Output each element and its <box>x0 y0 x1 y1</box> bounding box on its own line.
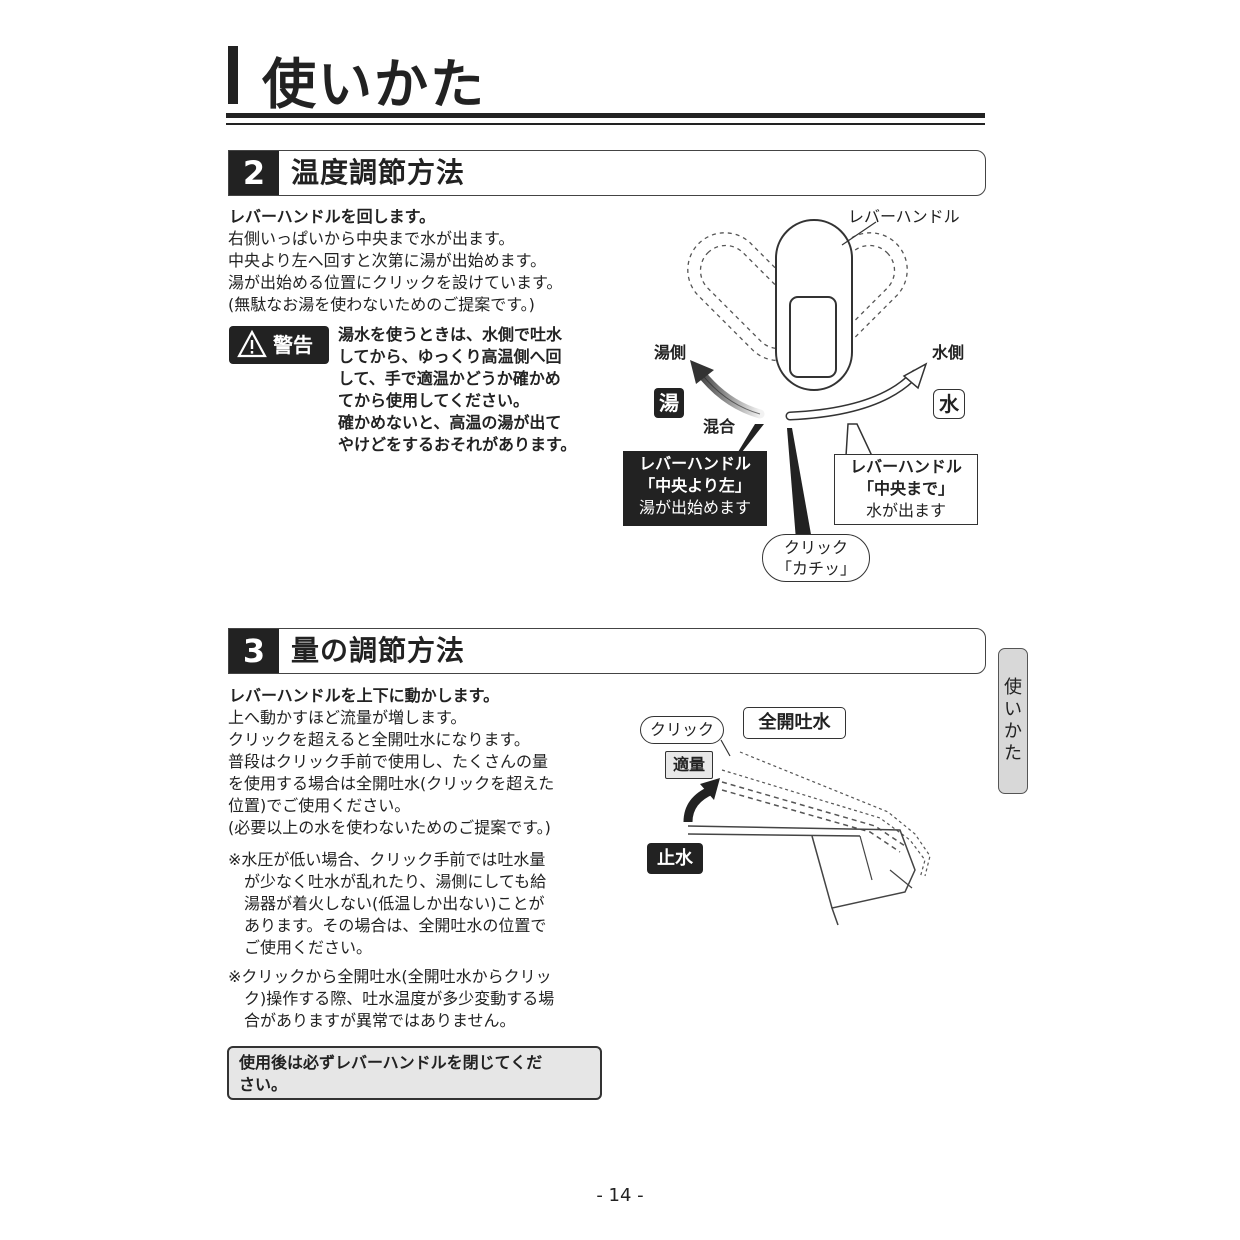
callout-line: 「中央まで」 <box>857 479 954 498</box>
faucet-volume-diagram <box>683 739 931 926</box>
page-title-text: 使いかた <box>262 53 486 116</box>
warning-line: てから使用してください。 <box>338 391 530 410</box>
cold-badge: 水 <box>933 389 965 419</box>
title-rule-thin <box>226 123 985 125</box>
body-line: 上へ動かすほど流量が増します。 <box>228 708 467 727</box>
warning-line: 湯水を使うときは、水側で吐水 <box>338 325 563 344</box>
hot-arc <box>695 367 765 419</box>
bottom-note-box: 使用後は必ずレバーハンドルを閉じてくだ さい。 <box>227 1046 602 1100</box>
note-1: ※水圧が低い場合、クリック手前では吐水量 が少なく吐水が乱れたり、湯側にしても給… <box>228 849 546 959</box>
click-label: クリック <box>640 716 724 744</box>
click-pointer <box>787 428 812 540</box>
callout-line: 湯が出始めます <box>638 498 751 517</box>
body-line: 位置)でご使用ください。 <box>228 796 411 815</box>
section-2-body: 右側いっぱいから中央まで水が出ます。 中央より左へ回すと次第に湯が出始めます。 … <box>228 228 562 316</box>
stop-water-badge: 止水 <box>647 843 703 874</box>
side-index-tab[interactable]: 使 い か た <box>998 648 1028 794</box>
section-3-header: 3 量の調節方法 <box>228 628 986 674</box>
warning-triangle-icon <box>237 329 267 358</box>
full-open-tag: 全開吐水 <box>743 707 846 739</box>
body-line: (必要以上の水を使わないためのご提案です。) <box>228 818 551 837</box>
title-rule-thick <box>226 113 985 118</box>
body-line: 中央より左へ回すと次第に湯が出始めます。 <box>228 251 547 270</box>
section-3-body: 上へ動かすほど流量が増します。 クリックを超えると全開吐水になります。 普段はク… <box>228 707 554 839</box>
side-tab-char: た <box>1004 743 1022 764</box>
cold-arrow-head <box>902 362 928 390</box>
warning-line: 確かめないと、高温の湯が出て <box>338 413 562 432</box>
hot-arrow-head <box>690 360 714 384</box>
lift-arrow-head <box>700 778 720 800</box>
warning-line: してから、ゆっくり高温側へ回 <box>338 347 562 366</box>
cold-side-label: 水側 <box>932 343 965 362</box>
note-line: ク)操作する際、吐水温度が多少変動する場 <box>228 989 555 1008</box>
warning-text: 湯水を使うときは、水側で吐水 してから、ゆっくり高温側へ回 して、手で適温かどう… <box>338 324 576 456</box>
side-tab-char: か <box>1004 721 1022 742</box>
faucet-body <box>687 825 916 926</box>
warning-line: やけどをするおそれがあります。 <box>338 435 577 454</box>
bottom-note-line: 使用後は必ずレバーハンドルを閉じてくだ <box>239 1053 543 1072</box>
section-2-header: 2 温度調節方法 <box>228 150 986 196</box>
mix-label: 混合 <box>703 417 736 436</box>
note-line: 合がありますが異常ではありません。 <box>228 1011 516 1030</box>
section-3-number: 3 <box>229 629 279 673</box>
lift-arc <box>683 785 714 823</box>
lever-label: レバーハンドル <box>848 207 960 226</box>
bottom-note-line: さい。 <box>239 1075 288 1094</box>
side-tab-char: い <box>1004 699 1022 720</box>
hot-side-label: 湯側 <box>654 343 687 362</box>
body-line: (無駄なお湯を使わないためのご提案です。) <box>228 295 535 314</box>
body-line: 右側いっぱいから中央まで水が出ます。 <box>228 229 515 248</box>
proper-amount-tag: 適量 <box>665 751 713 779</box>
page-number: - 14 - <box>596 1185 644 1206</box>
bubble-line: 「カチッ」 <box>775 559 856 578</box>
note-line: ※クリックから全開吐水(全開吐水からクリッ <box>228 967 552 986</box>
callout-right: レバーハンドル 「中央まで」 水が出ます <box>834 454 978 525</box>
section-2-number: 2 <box>229 151 279 195</box>
body-line: クリックを超えると全開吐水になります。 <box>228 730 530 749</box>
callout-left: レバーハンドル 「中央より左」 湯が出始めます <box>623 451 767 526</box>
section-3-lead: レバーハンドルを上下に動かします。 <box>229 686 500 705</box>
hot-badge: 湯 <box>654 388 684 418</box>
warning-line: して、手で適温かどうか確かめ <box>338 369 561 388</box>
note-line: が少なく吐水が乱れたり、湯側にしても給 <box>228 872 547 891</box>
bubble-line: クリック <box>783 538 848 557</box>
lever-rotation-diagram <box>687 219 928 540</box>
callout-line: レバーハンドル <box>639 454 751 473</box>
section-2-title: 温度調節方法 <box>291 156 466 189</box>
warning-badge: 警告 <box>229 326 329 364</box>
warning-label: 警告 <box>273 333 313 357</box>
body-line: を使用する場合は全開吐水(クリックを超えた <box>228 774 555 793</box>
section-2-lead: レバーハンドルを回します。 <box>229 207 436 226</box>
cold-arc <box>787 371 918 419</box>
body-line: 普段はクリック手前で使用し、たくさんの量 <box>228 752 549 771</box>
note-2: ※クリックから全開吐水(全開吐水からクリッ ク)操作する際、吐水温度が多少変動す… <box>228 966 554 1032</box>
click-bubble: クリック 「カチッ」 <box>762 534 870 582</box>
note-line: ご使用ください。 <box>228 938 373 957</box>
callout-line: レバーハンドル <box>850 457 962 476</box>
callout-line: 水が出ます <box>865 501 946 520</box>
title-bars-icon <box>228 46 242 108</box>
note-line: 湯器が着火しない(低温しか出ない)ことが <box>228 894 545 913</box>
lever-handle-shape <box>775 219 853 391</box>
callout-line: 「中央より左」 <box>639 476 751 495</box>
body-line: 湯が出始める位置にクリックを設けています。 <box>228 273 563 292</box>
note-line: ※水圧が低い場合、クリック手前では吐水量 <box>228 850 546 869</box>
section-3-title: 量の調節方法 <box>291 634 466 667</box>
side-tab-char: 使 <box>1004 677 1022 698</box>
note-line: あります。その場合は、全開吐水の位置で <box>228 916 547 935</box>
